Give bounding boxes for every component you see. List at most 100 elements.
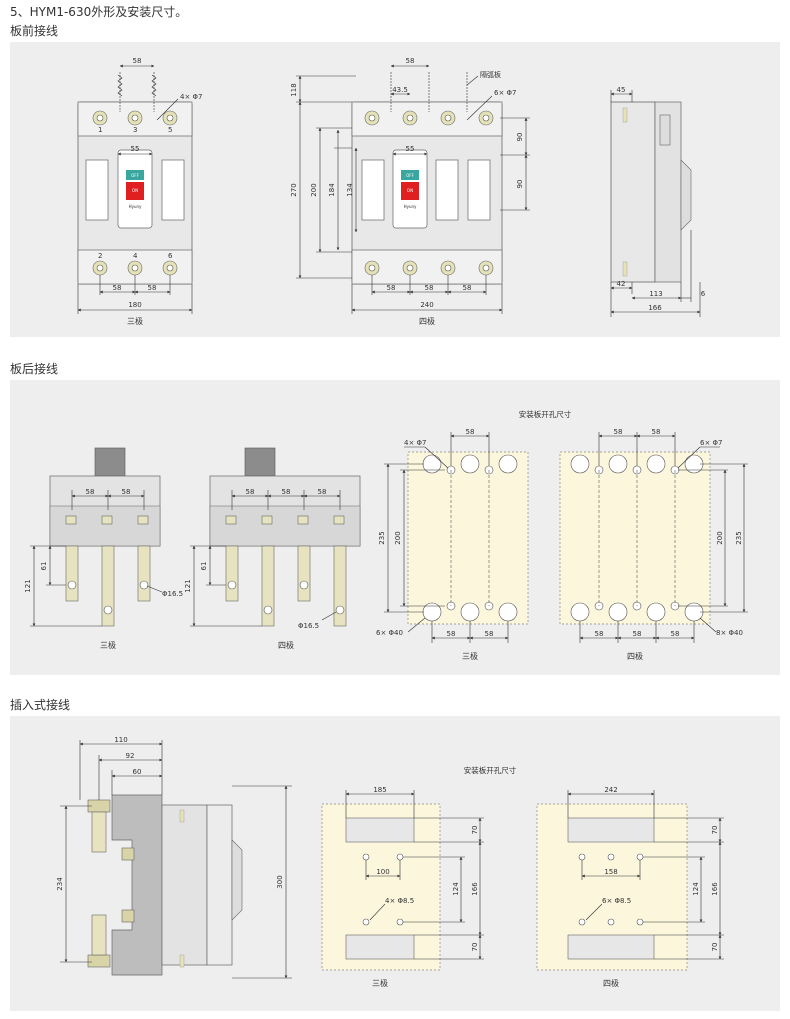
dim-label: 58 — [463, 284, 472, 292]
plugin-plate-four-pole: 242 158 6× Φ8.5 70 124 166 70 四极 — [536, 786, 724, 988]
terminal-num: 1 — [98, 126, 102, 134]
dim-label: 58 — [447, 630, 456, 638]
dim-label: 270 — [290, 183, 298, 196]
dim-label: 185 — [373, 786, 386, 794]
dim-label: 235 — [378, 531, 386, 544]
dim-label: 70 — [471, 826, 479, 835]
dim-label: 58 — [466, 428, 475, 436]
plugin-plate-three-pole: 185 100 4× Φ8.5 70 124 166 70 三极 — [321, 786, 484, 988]
dim-label: 6× Φ7 — [700, 439, 723, 447]
brand-label: Hyuny — [129, 204, 142, 209]
dim-label: 58 — [133, 57, 142, 65]
dim-label: 58 — [113, 284, 122, 292]
dim-label: 184 — [328, 183, 336, 197]
dim-label: 58 — [86, 488, 95, 496]
dim-label: 45 — [617, 86, 626, 94]
dim-label: 42 — [617, 280, 626, 288]
dim-label: 隔弧板 — [480, 70, 501, 79]
dim-label: 8× Φ40 — [716, 629, 743, 637]
terminal-num: 2 — [98, 252, 102, 260]
off-label: OFF — [131, 173, 139, 178]
on-label: ON — [407, 188, 413, 193]
dim-label: 58 — [614, 428, 623, 436]
front-four-pole-drawing: OFF ON Hyuny 58 隔弧板 43.5 6× Φ7 55 118 27… — [290, 57, 530, 326]
dim-label: 70 — [711, 826, 719, 835]
dim-label: 58 — [425, 284, 434, 292]
dim-label: 300 — [276, 875, 284, 888]
dim-label: 240 — [420, 301, 433, 309]
dim-label: 166 — [648, 304, 662, 312]
page-title: 5、HYM1-630外形及安装尺寸。 — [10, 5, 188, 19]
dim-label: 90 — [516, 133, 524, 142]
dim-label: 200 — [394, 531, 402, 544]
dim-label: 90 — [516, 180, 524, 189]
dim-label: 58 — [246, 488, 255, 496]
dim-label: 58 — [633, 630, 642, 638]
dim-label: 70 — [471, 943, 479, 952]
dim-label: 4× Φ7 — [180, 93, 203, 101]
back-wiring-heading: 板后接线 — [10, 362, 59, 376]
caption-three-pole: 三极 — [372, 978, 388, 988]
caption-four-pole: 四极 — [603, 978, 619, 988]
plate-title: 安装板开孔尺寸 — [519, 409, 572, 419]
back-four-pole-drawing: 58 58 58 61 121 Φ16.5 四极 — [184, 447, 361, 650]
plugin-side-view-drawing: 110 92 60 234 300 — [56, 736, 292, 979]
dim-label: 234 — [56, 877, 64, 891]
dim-label: 55 — [131, 145, 140, 153]
dim-label: 134 — [346, 183, 354, 197]
dim-label: 4× Φ7 — [404, 439, 427, 447]
terminal-num: 4 — [133, 252, 138, 260]
dim-label: 124 — [452, 882, 460, 896]
dim-label: 6× Φ40 — [376, 629, 403, 637]
caption-three-pole: 三极 — [100, 640, 116, 650]
plugin-wiring-heading: 插入式接线 — [10, 698, 71, 712]
terminal-num: 3 — [133, 126, 137, 134]
dim-label: 113 — [649, 290, 662, 298]
dim-label: 58 — [485, 630, 494, 638]
dim-label: 121 — [24, 579, 32, 592]
brand-label: Hyuny — [404, 204, 417, 209]
dim-label: 58 — [122, 488, 131, 496]
dim-label: 58 — [387, 284, 396, 292]
caption-three-pole: 三极 — [127, 316, 143, 326]
dim-label: 242 — [604, 786, 617, 794]
dim-label: 55 — [406, 145, 415, 153]
dim-label: 43.5 — [392, 86, 408, 94]
back-plate-three-pole: 58 4× Φ7 235 200 6× Φ40 58 58 三极 — [376, 428, 529, 661]
dim-label: 58 — [282, 488, 291, 496]
dim-label: 121 — [184, 579, 192, 592]
dim-label: 200 — [716, 531, 724, 544]
dim-label: 166 — [711, 882, 719, 896]
back-three-pole-drawing: 58 58 61 121 Φ16.5 三极 — [24, 447, 183, 650]
dim-label: Φ16.5 — [298, 622, 319, 630]
dim-label: 180 — [128, 301, 141, 309]
dim-label: 235 — [735, 531, 743, 544]
dim-label: 110 — [114, 736, 127, 744]
dim-label: 6× Φ8.5 — [602, 897, 631, 905]
dim-label: 92 — [126, 752, 135, 760]
on-label: ON — [132, 188, 138, 193]
dim-label: 58 — [595, 630, 604, 638]
dim-label: 58 — [652, 428, 661, 436]
back-plate-four-pole: 58 58 6× Φ7 200 235 8× Φ40 58 58 58 四极 — [559, 428, 748, 661]
terminal-num: 5 — [168, 126, 172, 134]
off-label: OFF — [406, 173, 414, 178]
dim-label: 118 — [290, 83, 298, 96]
dim-label: 70 — [711, 943, 719, 952]
dim-label: 200 — [310, 183, 318, 196]
dim-label: 100 — [376, 868, 389, 876]
caption-four-pole: 四极 — [627, 651, 643, 661]
caption-three-pole: 三极 — [462, 651, 478, 661]
dim-label: Φ16.5 — [162, 590, 183, 598]
dim-label: 58 — [406, 57, 415, 65]
dim-label: 58 — [318, 488, 327, 496]
dim-label: 60 — [133, 768, 142, 776]
dim-label: 58 — [671, 630, 680, 638]
dim-label: 58 — [148, 284, 157, 292]
dim-label: 4× Φ8.5 — [385, 897, 414, 905]
dim-label: 6 — [701, 290, 706, 298]
plate-title: 安装板开孔尺寸 — [464, 765, 517, 775]
dim-label: 158 — [604, 868, 617, 876]
dim-label: 6× Φ7 — [494, 89, 517, 97]
